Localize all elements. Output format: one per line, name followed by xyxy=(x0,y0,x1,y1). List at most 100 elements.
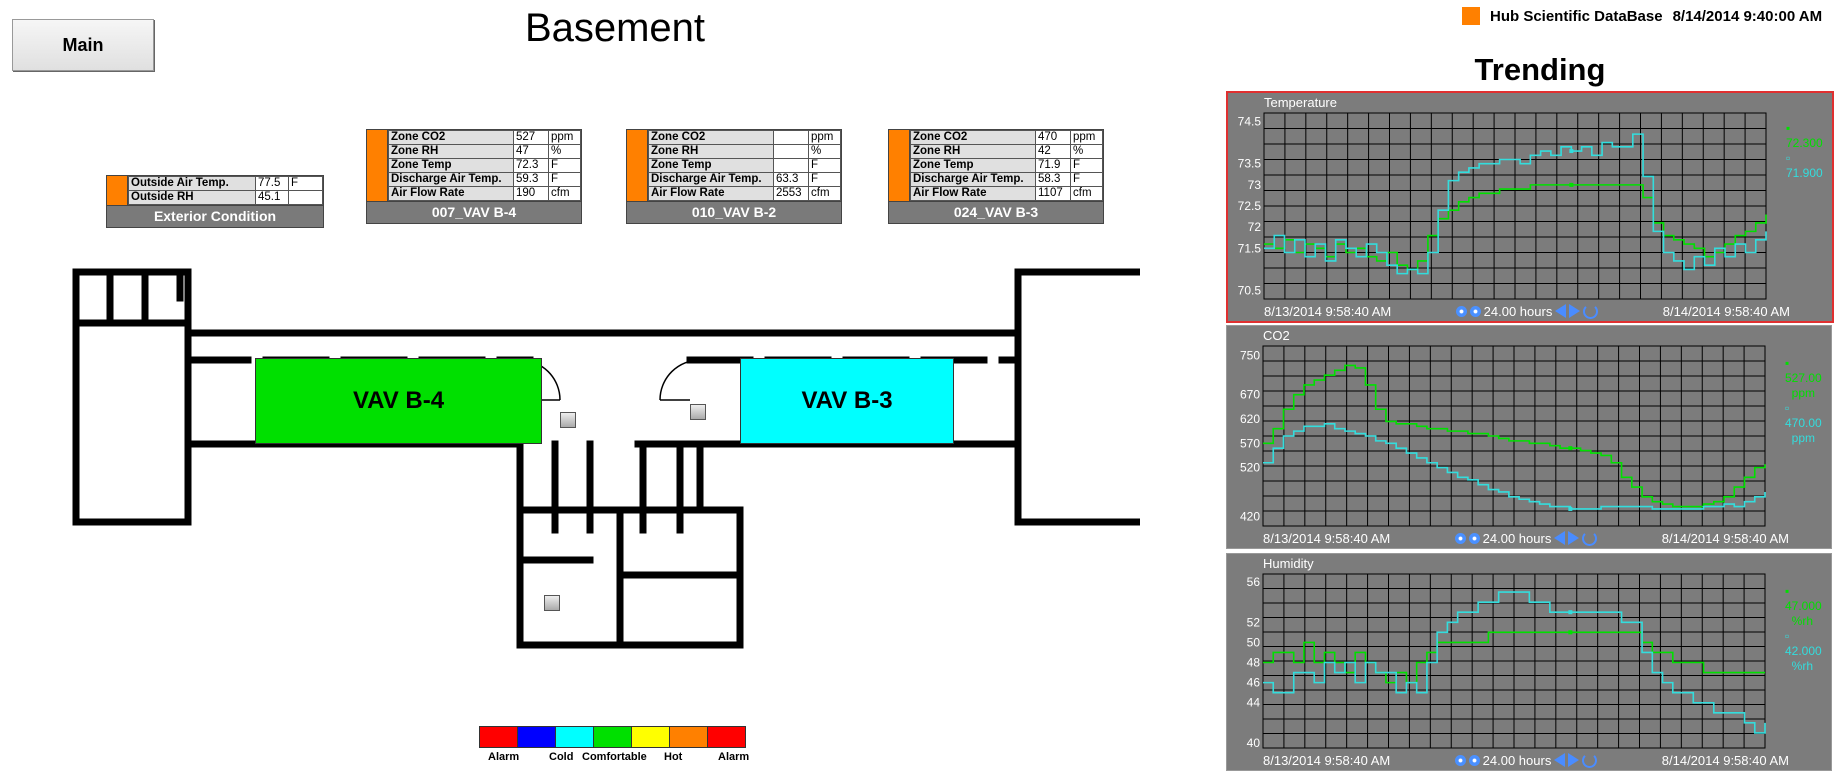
time-span: 24.00 hours xyxy=(1483,303,1553,319)
tick-label: 570 xyxy=(1240,436,1260,450)
status-tag xyxy=(627,130,648,201)
end-time: 8/14/2014 9:58:40 AM xyxy=(1661,752,1789,768)
series-marker xyxy=(1568,446,1573,451)
legend-label: Alarm xyxy=(718,751,750,763)
refresh-icon[interactable] xyxy=(1582,530,1598,546)
zoom-in-icon[interactable] xyxy=(1454,532,1466,544)
page-title: Basement xyxy=(524,6,706,50)
tick-label: 750 xyxy=(1240,349,1260,363)
tick-label: 48 xyxy=(1247,656,1261,670)
arrow-right-icon[interactable] xyxy=(1569,304,1581,318)
series-current-value: ▫ 42.000 %rh xyxy=(1785,629,1822,673)
database-label: Hub Scientific DataBase xyxy=(1490,7,1663,25)
legend-label: Cold xyxy=(549,751,574,763)
series-current-value: ▫ 71.900 xyxy=(1786,151,1823,180)
chart-footer: 8/13/2014 9:58:40 AM 24.00 hours 8/14/20… xyxy=(1263,752,1789,768)
legend-swatch xyxy=(707,726,746,748)
zoom-in-icon[interactable] xyxy=(1454,754,1466,766)
series-current-value: ▪ 72.300 xyxy=(1786,121,1823,150)
start-time: 8/13/2014 9:58:40 AM xyxy=(1263,752,1391,768)
series-line-1 xyxy=(1264,184,1767,271)
refresh-icon[interactable] xyxy=(1582,752,1598,768)
tick-label: 44 xyxy=(1247,696,1261,710)
main-button[interactable]: Main xyxy=(12,19,154,71)
database-datetime: 8/14/2014 9:40:00 AM xyxy=(1672,7,1823,25)
table-footer: Exterior Condition xyxy=(107,205,323,227)
status-tag xyxy=(367,130,388,201)
series-line-2 xyxy=(1263,591,1766,734)
series-line-1 xyxy=(1263,631,1765,684)
refresh-icon[interactable] xyxy=(1583,303,1599,319)
legend-swatch xyxy=(593,726,632,748)
series-marker xyxy=(1568,506,1573,511)
trend-controls: 24.00 hours xyxy=(1454,752,1598,768)
arrow-right-icon[interactable] xyxy=(1568,753,1580,767)
tick-label: 40 xyxy=(1247,736,1261,750)
chart-footer: 8/13/2014 9:58:40 AM 24.00 hours 8/14/20… xyxy=(1263,530,1789,546)
comfort-legend xyxy=(479,726,746,748)
sensor-icon[interactable] xyxy=(690,404,706,420)
end-time: 8/14/2014 9:58:40 AM xyxy=(1662,303,1790,319)
series-current-value: ▫ 470.00 ppm xyxy=(1785,401,1822,445)
start-time: 8/13/2014 9:58:40 AM xyxy=(1263,530,1391,546)
tick-label: 70.5 xyxy=(1238,284,1262,298)
tick-label: 56 xyxy=(1247,575,1261,589)
zone-vav-b4[interactable]: VAV B-4 xyxy=(255,358,542,444)
sensor-icon[interactable] xyxy=(544,595,560,611)
database-status: Hub Scientific DataBase 8/14/2014 9:40:0… xyxy=(1462,7,1832,25)
table-row: Zone RH% xyxy=(648,144,841,159)
legend-swatch xyxy=(669,726,708,748)
database-indicator-icon xyxy=(1462,7,1480,25)
zoom-out-icon[interactable] xyxy=(1468,754,1480,766)
zoom-out-icon[interactable] xyxy=(1469,305,1481,317)
tick-label: 73.5 xyxy=(1238,157,1262,171)
series-marker xyxy=(1568,630,1573,635)
trending-title: Trending xyxy=(1474,52,1606,87)
series-current-value: ▪ 47.000 %rh xyxy=(1785,584,1822,628)
series-marker xyxy=(1569,149,1574,154)
zoom-in-icon[interactable] xyxy=(1455,305,1467,317)
chart-title: Temperature xyxy=(1264,95,1337,110)
series-current-values: ▪ 527.00 ppm ▫ 470.00 ppm xyxy=(1785,356,1827,446)
tick-label: 72.5 xyxy=(1238,199,1262,213)
chart-title: Humidity xyxy=(1263,556,1314,571)
series-current-value: ▪ 527.00 ppm xyxy=(1785,356,1822,400)
legend-swatch xyxy=(479,726,518,748)
arrow-left-icon[interactable] xyxy=(1555,304,1567,318)
series-current-values: ▪ 47.000 %rh ▫ 42.000 %rh xyxy=(1785,584,1827,674)
tick-label: 420 xyxy=(1240,509,1260,523)
table-footer: 010_VAV B-2 xyxy=(627,201,841,223)
tick-label: 620 xyxy=(1240,412,1260,426)
time-span: 24.00 hours xyxy=(1482,530,1552,546)
arrow-right-icon[interactable] xyxy=(1568,531,1580,545)
arrow-left-icon[interactable] xyxy=(1554,531,1566,545)
trend-controls: 24.00 hours xyxy=(1455,303,1599,319)
arrow-left-icon[interactable] xyxy=(1554,753,1566,767)
sensor-icon[interactable] xyxy=(560,412,576,428)
zone-vav-b3[interactable]: VAV B-3 xyxy=(740,358,954,444)
trend-controls: 24.00 hours xyxy=(1454,530,1598,546)
zoom-out-icon[interactable] xyxy=(1468,532,1480,544)
chart-footer: 8/13/2014 9:58:40 AM 24.00 hours 8/14/20… xyxy=(1264,303,1790,319)
status-tag xyxy=(889,130,910,201)
